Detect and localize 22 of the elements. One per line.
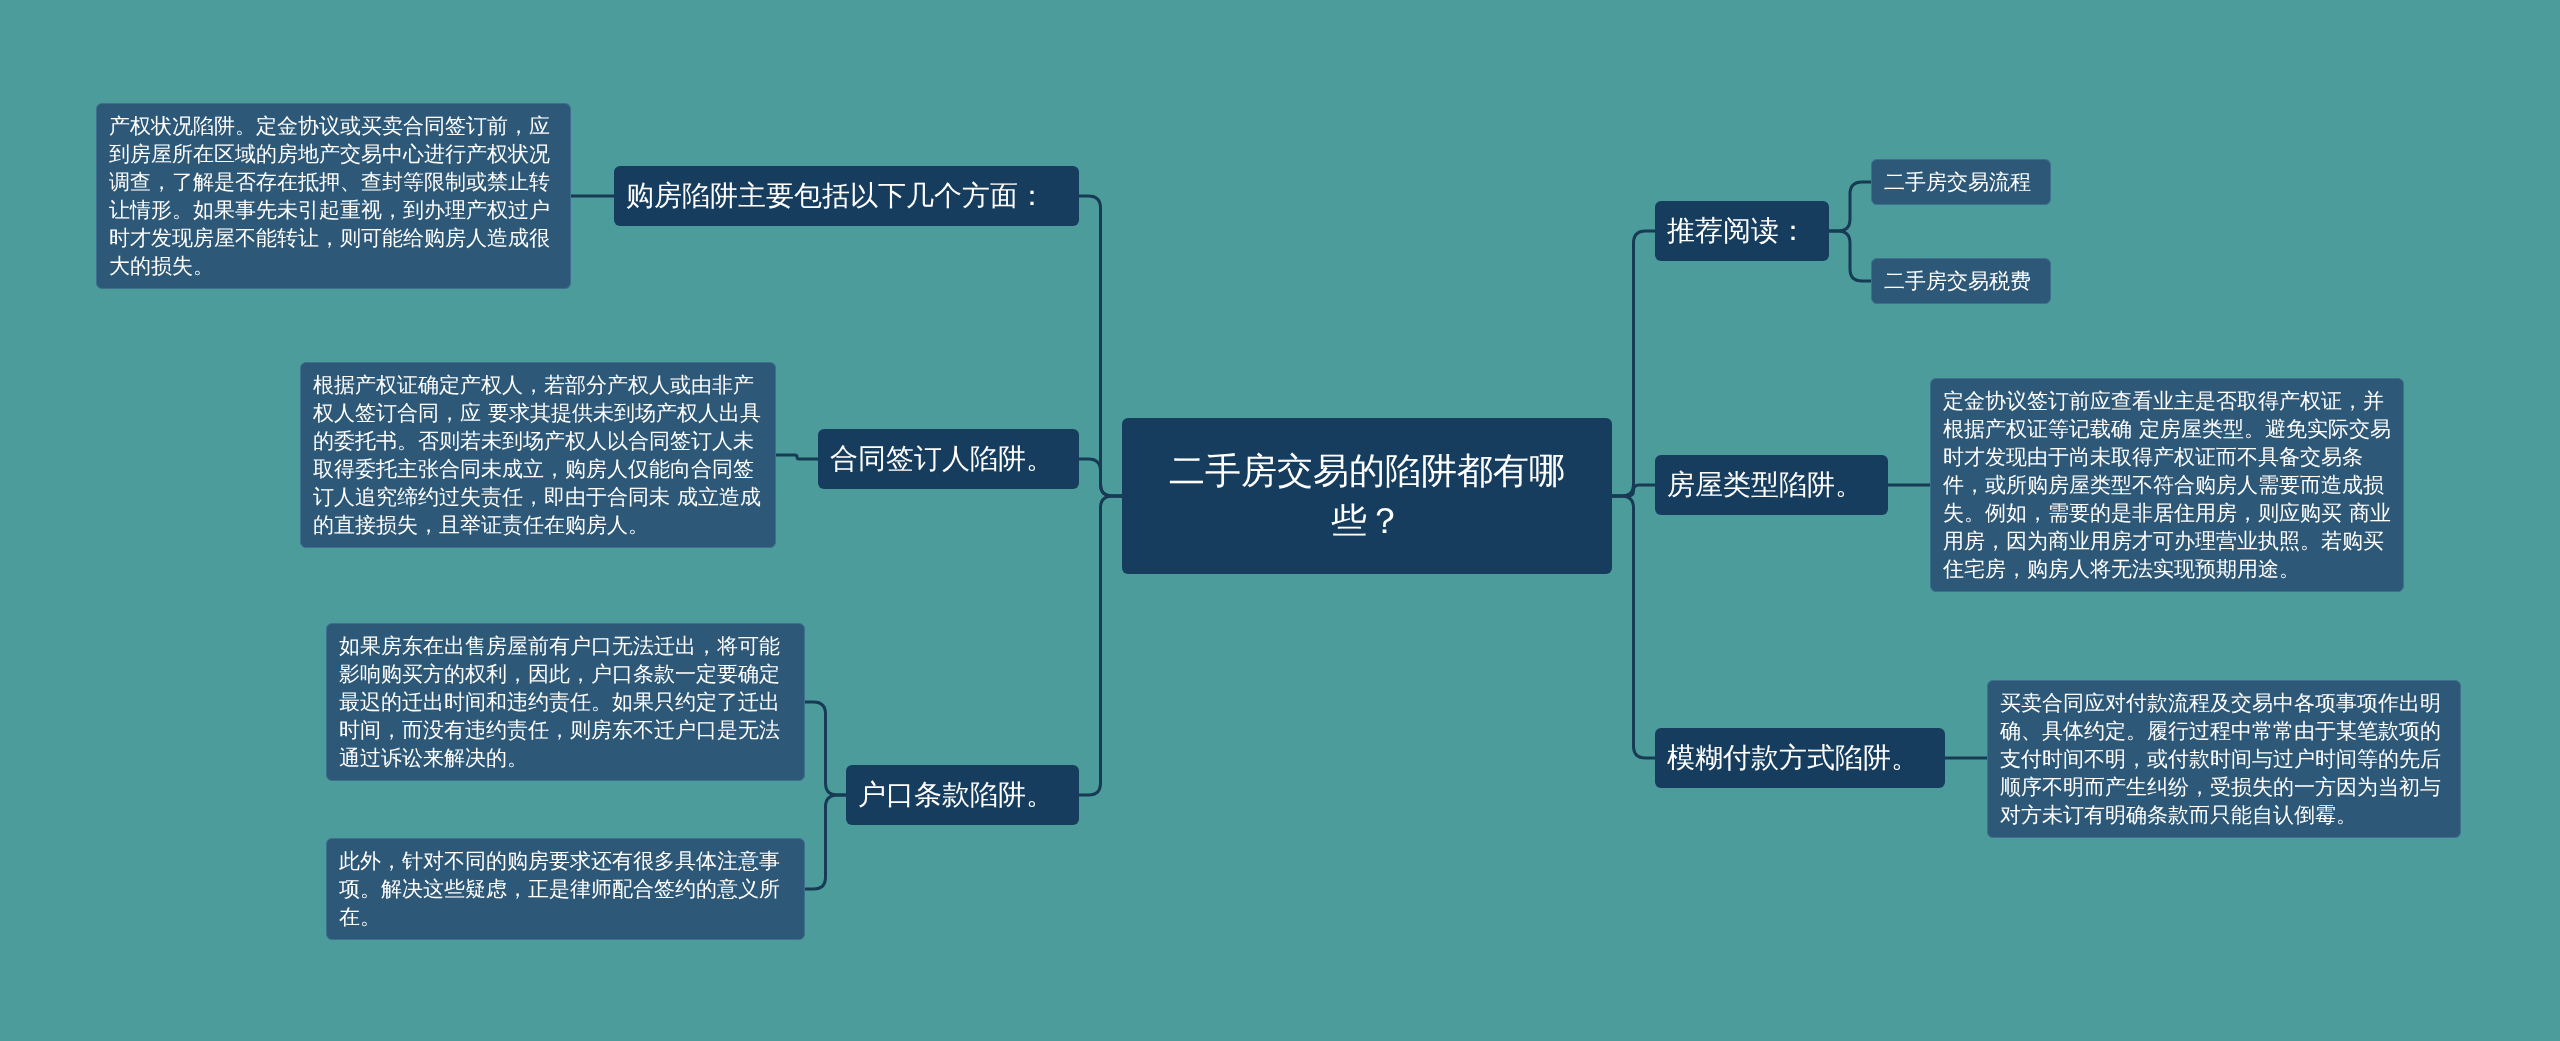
topic-box: 二手房交易的陷阱都有哪些？: [1122, 418, 1612, 574]
branch-box: 房屋类型陷阱。: [1655, 455, 1888, 515]
branch-box: 户口条款陷阱。: [846, 765, 1079, 825]
connector-line: [1888, 483, 1930, 487]
note-box: 如果房东在出售房屋前有户口无法迁出，将可能影响购买方的权利，因此，户口条款一定要确定最迟的迁出时间和违约责任。如果只约定了迁出时间，而没有违约责任，则房东不迁户口是无法通过诉讼来解决的。: [326, 623, 805, 781]
note-box: 定金协议签订前应查看业主是否取得产权证，并根据产权证等记载确 定房屋类型。避免实际交易时才发现由于尚未取得产权证而不具备交易条件，或所购房屋类型不符合购房人需要而造成损失。例如，需要的是非居住用房，则应购买 商业用房，因为商业用房才可办理营业执照。若购买住宅房，购房人将无法实现预期用途。: [1930, 378, 2404, 592]
note-box: 产权状况陷阱。定金协议或买卖合同签订前，应到房屋所在区域的房地产交易中心进行产权状况调查，了解是否存在抵押、查封等限制或禁止转让情形。如果事先未引起重视，到办理产权过户时才发现房屋不能转让，则可能给购房人造成很大的损失。: [96, 103, 571, 289]
note-box: 买卖合同应对付款流程及交易中各项事项作出明确、具体约定。履行过程中常常由于某笔款项的支付时间不明，或付款时间与过户时间等的先后顺序不明而产生纠纷，受损失的一方因为当初与对方未订有明确条款而只能自认倒霉。: [1987, 680, 2461, 838]
connector-line: [776, 453, 818, 461]
link-box: 二手房交易流程: [1871, 159, 2051, 205]
branch-box: 合同签订人陷阱。: [818, 429, 1079, 489]
link-box: 二手房交易税费: [1871, 258, 2051, 304]
connector-line: [1612, 494, 1655, 760]
branch-box: 推荐阅读：: [1655, 201, 1829, 261]
connector-line: [1079, 494, 1122, 797]
branch-box: 购房陷阱主要包括以下几个方面：: [614, 166, 1079, 226]
branch-box: 模糊付款方式陷阱。: [1655, 728, 1945, 788]
connector-line: [571, 194, 614, 198]
connector-line: [1945, 756, 1987, 760]
note-box: 此外，针对不同的购房要求还有很多具体注意事项。解决这些疑虑，正是律师配合签约的意义所在。: [326, 838, 805, 940]
note-box: 根据产权证确定产权人，若部分产权人或由非产权人签订合同，应 要求其提供未到场产权人出具的委托书。否则若未到场产权人以合同签订人未取得委托主张合同未成立，购房人仅能向合同签订人追究缔约过失责任，即由于合同未 成立造成的直接损失，且举证责任在购房人。: [300, 362, 776, 548]
connector-line: [805, 793, 846, 891]
